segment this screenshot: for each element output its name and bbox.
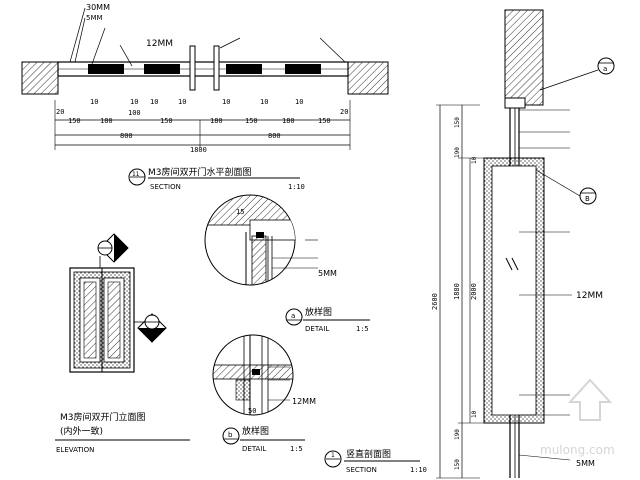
vs-dim-top-1: 150 bbox=[454, 117, 461, 128]
vs-note-5mm: 5MM bbox=[576, 459, 595, 468]
plan-handle bbox=[189, 45, 196, 91]
vs-scale: 1:10 bbox=[410, 466, 427, 474]
vs-dim-total: 2600 bbox=[431, 293, 439, 310]
plan-note-30mm: 30MM bbox=[86, 3, 110, 12]
dim-label: 150 bbox=[160, 117, 173, 125]
dim-label: 10 bbox=[130, 98, 138, 106]
detail-b-subtitle: DETAIL bbox=[242, 445, 266, 453]
dim-label: 20 bbox=[340, 108, 348, 116]
plan-dim-half-right: 800 bbox=[268, 132, 281, 140]
vertical-section: 2600 1880 2000 150 190 10 10 190 150 a B… bbox=[324, 9, 615, 479]
plan-title: M3房间双开门水平剖面图 bbox=[148, 166, 252, 178]
plan-dim-total: 1800 bbox=[190, 146, 207, 154]
plan-section: 30MM 5MM 12MM 20 10 10 10 10 10 10 10 20… bbox=[21, 3, 389, 191]
detail-b-dim: 50 bbox=[248, 407, 256, 415]
vs-dim-bottom-1: 10 bbox=[471, 410, 478, 418]
plan-wall-left bbox=[21, 61, 59, 95]
detail-a-marker-letter: a bbox=[291, 312, 295, 320]
vs-wall bbox=[504, 9, 544, 106]
vs-dim-top-2: 190 bbox=[454, 147, 461, 158]
vs-callout-a-letter: a bbox=[603, 65, 607, 73]
dim-label: 180 bbox=[100, 117, 113, 125]
plan-glass-panel bbox=[88, 64, 124, 74]
plan-note-5mm: 5MM bbox=[86, 14, 103, 22]
plan-dims-small: 20 10 10 10 10 10 10 10 20 bbox=[56, 98, 348, 116]
elevation-section-marker-top bbox=[97, 233, 129, 263]
vs-title: 竖直剖面图 bbox=[346, 448, 391, 460]
vs-dim-top-3: 10 bbox=[471, 156, 478, 164]
dim-label: 10 bbox=[178, 98, 186, 106]
plan-wall-right bbox=[347, 61, 389, 95]
vs-dim-bottom-2: 190 bbox=[454, 429, 461, 440]
detail-b-marker-letter: b bbox=[228, 431, 233, 439]
vs-dim-bottom-3: 150 bbox=[454, 459, 461, 470]
plan-dims-mid: 150 180 100 150 180 150 180 150 bbox=[68, 109, 331, 125]
detail-a-subtitle: DETAIL bbox=[305, 325, 329, 333]
vs-marker-num: 1 bbox=[331, 452, 335, 459]
detail-b-note: 12MM bbox=[292, 397, 316, 406]
watermark-logo-icon bbox=[567, 378, 613, 421]
elevation-title: M3房间双开门立面图 bbox=[60, 411, 146, 423]
detail-b: 50 12MM b 放样图 DETAIL 1:5 bbox=[212, 334, 316, 453]
vs-callout-b-letter: B bbox=[585, 195, 590, 203]
dim-label: 180 bbox=[282, 117, 295, 125]
plan-scale: 1:10 bbox=[288, 183, 305, 191]
plan-subtitle: SECTION bbox=[150, 183, 181, 191]
plan-marker-num: 11 bbox=[132, 171, 140, 178]
dim-label: 20 bbox=[56, 108, 64, 116]
plan-glass-panel bbox=[144, 64, 180, 74]
dim-label: 10 bbox=[150, 98, 158, 106]
dim-label: 180 bbox=[210, 117, 223, 125]
detail-a-title: 放样图 bbox=[305, 306, 332, 318]
dim-label: 100 bbox=[128, 109, 141, 117]
detail-b-marker bbox=[222, 427, 240, 445]
vs-dim-2000: 2000 bbox=[470, 283, 478, 300]
dim-label: 10 bbox=[260, 98, 268, 106]
dim-label: 10 bbox=[295, 98, 303, 106]
plan-handle bbox=[213, 45, 220, 91]
plan-note-12mm: 12MM bbox=[146, 39, 173, 49]
elevation: M3房间双开门立面图 (内外一致) ELEVATION bbox=[55, 233, 190, 454]
dim-label: 10 bbox=[222, 98, 230, 106]
dim-label: 150 bbox=[68, 117, 81, 125]
vs-callout-b bbox=[579, 187, 597, 205]
detail-a-scale: 1:5 bbox=[356, 325, 369, 333]
dim-label: 150 bbox=[318, 117, 331, 125]
watermark: mulong.com bbox=[540, 378, 615, 457]
plan-dim-half-left: 800 bbox=[120, 132, 133, 140]
detail-a-marker bbox=[285, 308, 303, 326]
detail-b-title: 放样图 bbox=[242, 425, 269, 437]
watermark-text: mulong.com bbox=[540, 443, 615, 457]
elevation-section-marker-right bbox=[137, 313, 167, 343]
vs-dim-1880: 1880 bbox=[453, 283, 461, 300]
vs-subtitle: SECTION bbox=[346, 466, 377, 474]
plan-glass-panel bbox=[285, 64, 321, 74]
detail-a-dim: 15 bbox=[236, 208, 244, 216]
dim-label: 10 bbox=[90, 98, 98, 106]
elevation-title-line2: (内外一致) bbox=[60, 425, 103, 437]
vs-note-12mm: 12MM bbox=[576, 291, 603, 301]
detail-b-scale: 1:5 bbox=[290, 445, 303, 453]
dim-label: 150 bbox=[245, 117, 258, 125]
elevation-subtitle: ELEVATION bbox=[56, 446, 94, 454]
plan-glass-panel bbox=[226, 64, 262, 74]
vs-callout-a bbox=[597, 57, 615, 75]
detail-a-note: 5MM bbox=[318, 269, 337, 278]
detail-a: 15 5MM a 放样图 DETAIL 1:5 bbox=[204, 194, 370, 333]
